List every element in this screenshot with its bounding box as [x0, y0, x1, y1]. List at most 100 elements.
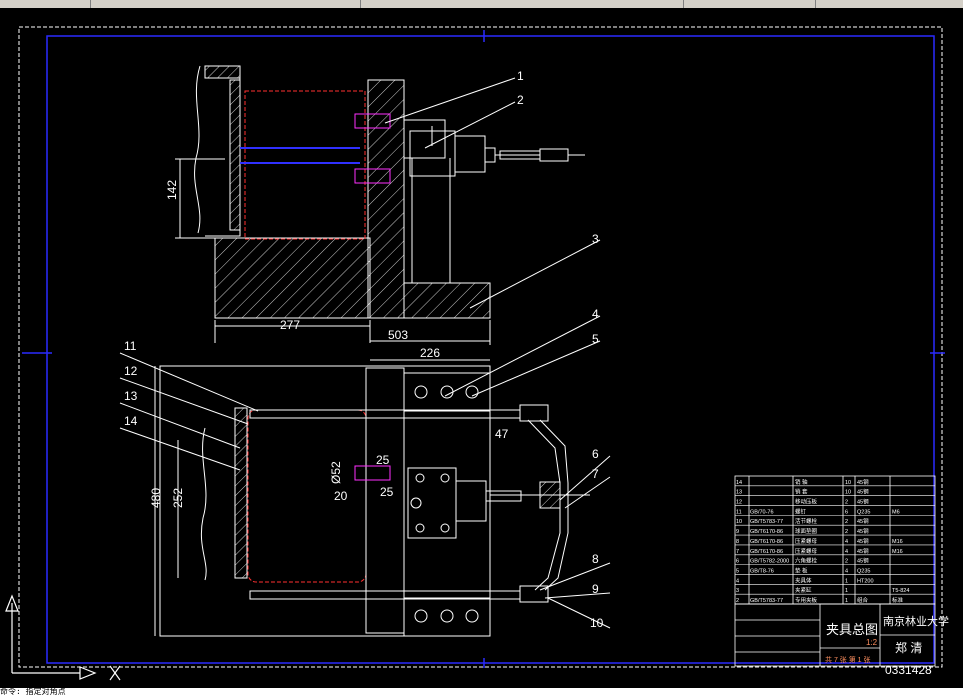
parts-list-cell: 夹紧缸 — [795, 586, 812, 594]
parts-list-cell: 2 — [845, 529, 848, 535]
balloon-12: 12 — [124, 364, 138, 378]
dim-480: 480 — [149, 488, 163, 508]
parts-list-cell: 销 套 — [795, 488, 808, 496]
dim-20: 20 — [334, 489, 348, 503]
parts-list-cell: GB/T5783-77 — [750, 519, 783, 525]
parts-list-cell: 45钢 — [857, 547, 869, 555]
dim-226: 226 — [420, 346, 440, 360]
scale-value: 1:2 — [866, 638, 878, 647]
balloon-11: 11 — [124, 339, 137, 353]
parts-list-cell: 4 — [845, 539, 848, 545]
parts-list-cell: 螺钉 — [795, 507, 807, 515]
sheet-border-dashed — [18, 26, 943, 668]
balloon-8: 8 — [592, 552, 599, 566]
sheet-count: 共 7 张 第 1 张 — [825, 655, 871, 664]
parts-list-cell: 5 — [736, 568, 739, 574]
parts-list-cell: GB/T5783-77 — [750, 598, 783, 604]
title-block — [734, 603, 936, 667]
parts-list-cell: 压紧螺母 — [795, 537, 818, 545]
parts-list-cell: 45钢 — [857, 517, 869, 525]
parts-list-cell: 垫 板 — [795, 566, 808, 574]
parts-list-cell: GB/T5782-2000 — [750, 559, 789, 565]
parts-list-cell: 6 — [845, 509, 848, 515]
parts-list-cell: 六角螺栓 — [795, 557, 818, 565]
parts-list-cell: 7 — [736, 549, 739, 555]
dim-252: 252 — [171, 488, 185, 508]
parts-list-cell: 4 — [845, 568, 848, 574]
parts-list-cell: 4 — [736, 578, 739, 584]
parts-list-cell: M16 — [892, 549, 903, 555]
ucs-icon — [5, 594, 121, 681]
parts-list-cell: 45钢 — [857, 488, 869, 496]
parts-list-cell: 45钢 — [857, 537, 869, 545]
parts-list-cell: 标准 — [892, 596, 904, 604]
parts-list-cell: 8 — [736, 539, 739, 545]
parts-list-cell: 夹具体 — [795, 576, 812, 584]
dim-142: 142 — [165, 180, 179, 200]
parts-list-cell: 12 — [736, 500, 742, 506]
balloon-14: 14 — [124, 414, 138, 428]
school-name: 南京林业大学 — [883, 614, 949, 628]
parts-list-cell: 活节螺栓 — [795, 517, 818, 525]
parts-list-cell: GB/T6170-86 — [750, 549, 783, 555]
parts-list-cell: 9 — [736, 529, 739, 535]
parts-list-cell: 球面垫圈 — [795, 527, 818, 535]
parts-list-cell: 1 — [845, 578, 848, 584]
drawing-frame — [46, 35, 935, 664]
drawing-name: 夹具总图 — [826, 622, 878, 637]
parts-list-cell: 45钢 — [857, 478, 869, 486]
balloon-1: 1 — [517, 69, 524, 83]
dim-503: 503 — [388, 328, 408, 342]
leader-lines — [119, 77, 611, 629]
parts-list-cell: Q235 — [857, 568, 870, 574]
parts-list-cell: GB/T6170-86 — [750, 529, 783, 535]
parts-list-cell: 组合 — [857, 596, 869, 604]
parts-list-cell: 2 — [736, 598, 739, 604]
author-name: 郑 清 — [895, 640, 922, 655]
balloon-5: 5 — [592, 332, 599, 346]
parts-list-cell: GB/T8-76 — [750, 568, 774, 574]
dim-47: 47 — [495, 427, 509, 441]
parts-list-cell: 2 — [845, 500, 848, 506]
balloon-6: 6 — [592, 447, 599, 461]
parts-list-cell: 4 — [845, 549, 848, 555]
parts-list-cell: 13 — [736, 490, 742, 496]
parts-list-cell: 1 — [845, 598, 848, 604]
balloon-13: 13 — [124, 389, 138, 403]
parts-list-cell: 移动压板 — [795, 498, 818, 506]
parts-list-cell: 10 — [845, 490, 851, 496]
dim-25a: 25 — [376, 453, 390, 467]
dim-277: 277 — [280, 318, 300, 332]
parts-list-cell: 销 轴 — [795, 478, 808, 486]
balloon-10: 10 — [590, 616, 604, 630]
parts-list-cell: 6 — [736, 559, 739, 565]
drawing-canvas[interactable]: 142 277 503 22 — [0, 8, 963, 688]
parts-list-cell: 2 — [845, 559, 848, 565]
parts-list-cell: 10 — [736, 519, 742, 525]
parts-list-cell: 专用夹板 — [795, 596, 818, 604]
parts-list-cell: 45钢 — [857, 498, 869, 506]
parts-list-cell: 10 — [845, 480, 851, 486]
parts-list-cell: 2 — [845, 519, 848, 525]
parts-list-cell: 压紧螺母 — [795, 547, 818, 555]
parts-list-cell: GB/T6170-86 — [750, 539, 783, 545]
command-line[interactable]: 命令: 指定对角点 — [0, 688, 963, 696]
balloon-7: 7 — [592, 467, 599, 481]
student-number: 0331428 — [885, 663, 932, 677]
parts-list-cell: 45钢 — [857, 527, 869, 535]
balloon-2: 2 — [517, 93, 524, 107]
toolbar-strip — [0, 0, 963, 8]
balloon-9: 9 — [592, 582, 599, 596]
dim-25b: 25 — [380, 485, 394, 499]
parts-list-cell: 45钢 — [857, 557, 869, 565]
parts-list-cell: GB/70-76 — [750, 509, 774, 515]
parts-list-cell: 14 — [736, 480, 742, 486]
balloon-3: 3 — [592, 232, 599, 246]
parts-list-cell: HT200 — [857, 578, 874, 584]
parts-list-cell: 1 — [845, 588, 848, 594]
balloon-4: 4 — [592, 307, 599, 321]
parts-list-cell: 11 — [736, 509, 742, 515]
parts-list-cell: Q235 — [857, 509, 870, 515]
parts-list-cell: T5-824 — [892, 588, 909, 594]
